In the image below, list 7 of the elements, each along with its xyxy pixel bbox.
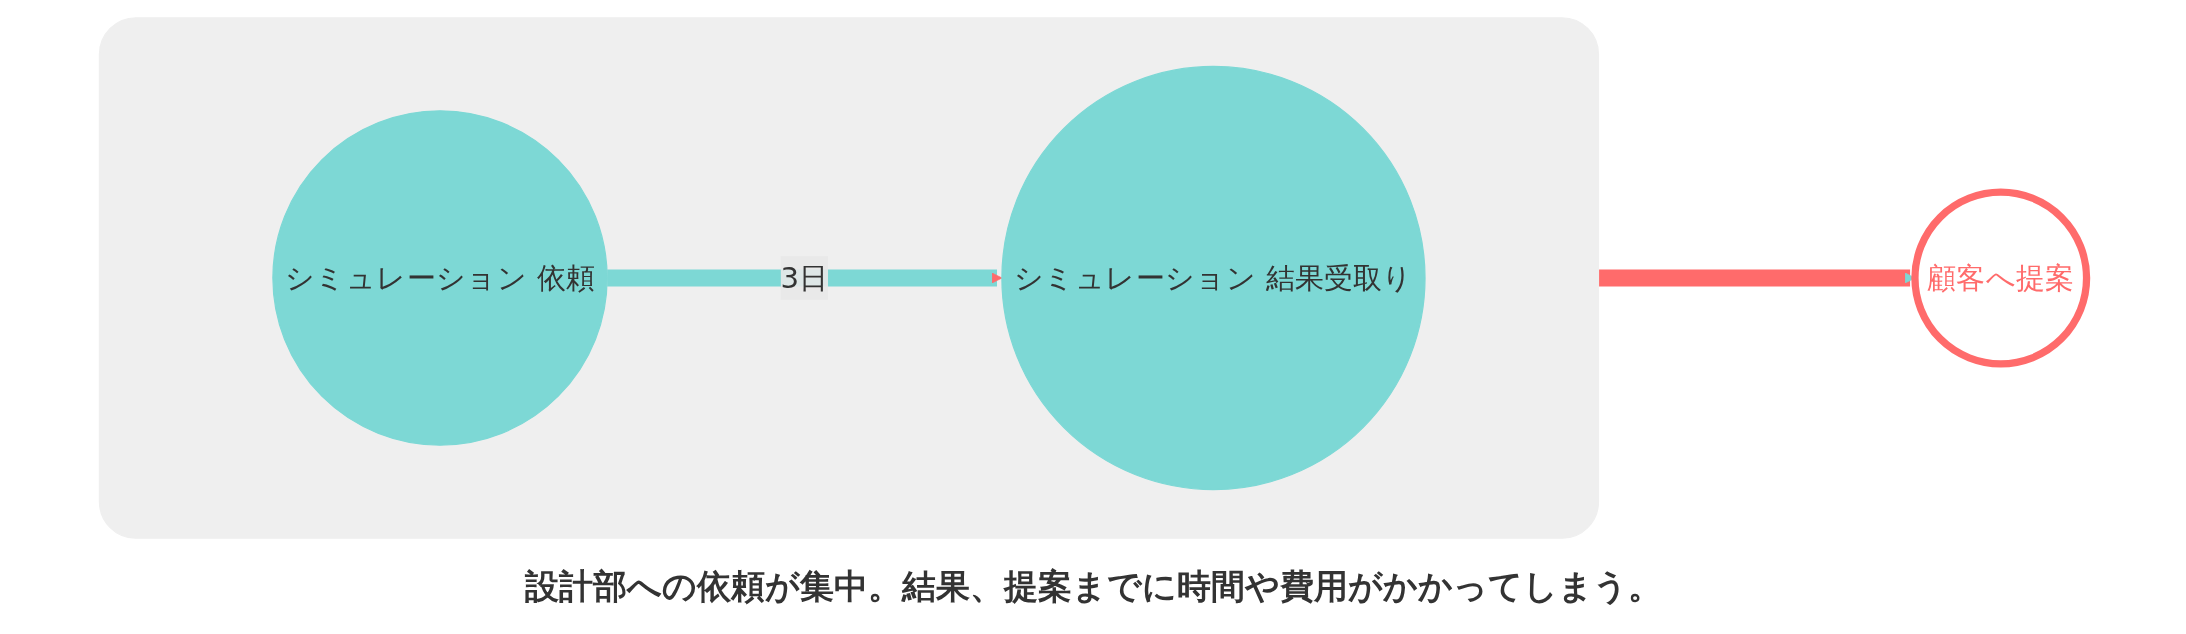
node-circle: 顧客へ提案 — [1911, 188, 2091, 368]
caption: 設計部への依頼が集中。結果、提案までに時間や費用がかかってしまう。 — [524, 565, 1662, 608]
cluster — [98, 17, 1600, 539]
node-circle: シミュレーション 結果受取り — [1001, 65, 1426, 491]
node-circle: シミュレーション 依頼 — [272, 110, 608, 446]
arrow — [607, 269, 1003, 287]
edge-label: 3日 — [780, 260, 829, 296]
